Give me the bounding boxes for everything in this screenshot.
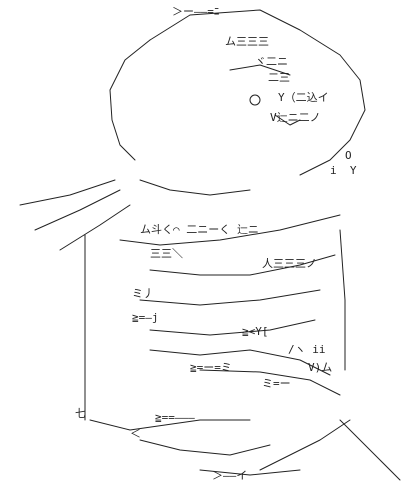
art-fragment: ム三三三 xyxy=(225,35,269,48)
body-right-line xyxy=(339,229,346,371)
art-fragment: O xyxy=(345,149,352,162)
art-fragment: ＜ xyxy=(130,427,141,440)
art-fragment: /ヽ ii xyxy=(288,343,326,356)
art-fragment: V)ム xyxy=(308,361,333,374)
art-fragment: 七 xyxy=(75,407,86,420)
art-fragment: ミ丿 xyxy=(132,287,154,300)
art-fragment: 二三 xyxy=(268,71,290,84)
bottom-base xyxy=(199,469,301,476)
art-fragment: Y（二込イ xyxy=(278,91,329,104)
left-stroke-1 xyxy=(19,179,116,206)
head-left-outline xyxy=(109,39,151,161)
bottom-stroke-right xyxy=(259,419,351,471)
brow-mark xyxy=(229,64,291,76)
art-fragment: ≧==――― xyxy=(155,411,195,424)
held-object-top xyxy=(149,254,336,276)
art-fragment: ≧<Y[ xyxy=(242,325,269,338)
art-fragment: ム斗く⌒ 二ニーく 辷ニ xyxy=(140,223,259,236)
held-object-mid xyxy=(139,289,321,306)
art-fragment: ≧=ー=ミ xyxy=(190,361,232,374)
bottom-curve-2 xyxy=(139,439,271,456)
art-fragment: ＞ー――=ﾆ xyxy=(172,5,220,18)
arm-curve-1 xyxy=(139,179,251,196)
art-fragment: ≧=―j xyxy=(132,311,159,324)
bottom-stroke-far-right xyxy=(339,419,401,481)
bottom-curve-1 xyxy=(89,419,251,431)
left-stroke-2 xyxy=(34,189,121,231)
art-fragment: V辷ニ二ノ xyxy=(270,111,321,124)
head-outline xyxy=(149,9,366,176)
eye-mark xyxy=(249,94,261,106)
held-object-bottom xyxy=(149,319,316,336)
art-fragment: 人三三三ノ xyxy=(262,257,317,270)
left-stroke-3 xyxy=(59,204,131,251)
art-fragment: ＞――イ xyxy=(212,469,248,482)
nose-mark xyxy=(274,114,301,126)
art-fragment: i Y xyxy=(330,164,357,177)
art-fragment: ミ=ー xyxy=(262,377,291,390)
art-fragment: ヾ二ニ xyxy=(255,55,288,68)
hand-curve xyxy=(199,369,341,396)
lower-arm xyxy=(149,349,331,376)
arm-curve-2 xyxy=(119,214,341,246)
art-fragment: 三三＼ xyxy=(150,247,183,260)
